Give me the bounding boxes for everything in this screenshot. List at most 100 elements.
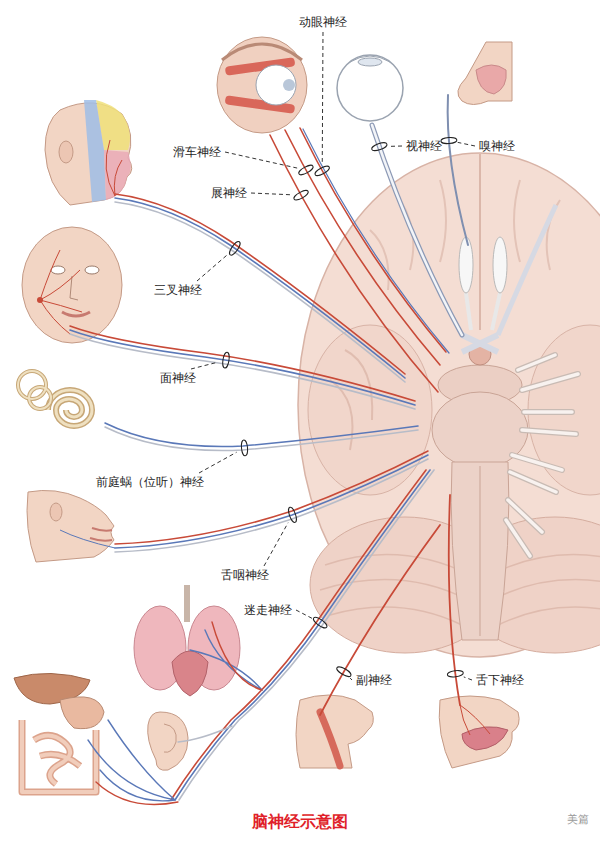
mouth-figure [90,528,112,541]
orbit-figure [256,65,296,105]
nerve-fibers [449,495,460,705]
nerve-fibers [372,125,462,335]
nerve-ring [371,141,388,152]
nerve-fibers [105,427,418,451]
face-figure [22,227,122,343]
brain-base [506,355,578,556]
nose-figure [476,65,506,94]
nose-figure [458,42,512,105]
tongue-figure [460,705,490,735]
face-figure [37,297,43,303]
face-figure [40,250,82,334]
brain-base [462,335,498,352]
inner-ear-figure [48,390,92,426]
eyeball-figure [337,55,403,121]
leader-line [191,362,217,369]
nerve-label: 迷走神经 [243,603,293,617]
brain-base [506,355,578,556]
nerve-ring [314,164,331,177]
nerve-fibers [70,334,415,409]
nerve-label: 面神经 [159,371,197,385]
nerve-fibers [303,129,449,353]
nerve-label: 三叉神经 [153,283,203,297]
nerve-fibers [179,470,434,800]
eyeball-figure [358,58,382,66]
nose-figure [458,42,512,105]
face-figure [70,276,78,300]
thorax-figure [172,651,208,696]
head-figure [106,140,122,196]
orbit-figure [283,79,295,91]
leader-line [458,142,475,146]
figure-caption: 脑神经示意图 [252,812,348,832]
thorax-figure [184,585,190,622]
nerve-ring [447,670,464,678]
tongue-figure [439,696,519,768]
orbit-figure [217,37,307,133]
brain-base [479,154,481,330]
mouth-figure [50,503,62,521]
abdomen-figure [22,720,96,792]
nerve-ring [312,616,329,630]
face-figure [85,266,99,274]
thorax-figure [134,585,240,696]
mouth-figure [27,490,115,562]
leader-line [388,146,402,147]
nerve-label: 展神经 [210,186,248,200]
tongue-figure [462,727,508,750]
watermark-text: 美篇 [566,813,590,827]
nerve-fibers [70,95,468,805]
orbit-figure [222,44,302,60]
leader-line [199,452,237,473]
abdomen-figure [14,673,104,792]
nerve-fibers [178,726,232,742]
neck-figure [320,712,340,766]
mouth-figure [60,530,115,548]
inner-ear-figure [18,371,46,399]
nerve-fibers [115,455,428,548]
inner-ear-figure [18,371,46,399]
nerve-ring [222,352,230,369]
head-figure [84,100,106,202]
nerve-fibers [212,622,262,690]
nerve-ring [335,665,352,678]
nerve-label: 滑车神经 [172,145,222,159]
brain-base [451,462,509,640]
leader-line [296,610,312,618]
nerve-label: 嗅神经 [478,139,516,153]
leader-line [251,193,292,195]
nerve-fibers [190,630,262,690]
leader-line [264,523,288,566]
inner-ear-figure [18,371,92,426]
nerve-label: 前庭蜗（位听）神经 [95,475,205,489]
nerve-fibers [270,135,438,392]
nerve-fibers [320,525,440,715]
nerve-label: 副神经 [355,673,393,687]
mouth-figure [27,490,114,562]
nerve-fibers [96,782,178,805]
eyeball-figure [337,55,403,121]
leader-line [197,254,228,281]
head-figure [45,100,132,205]
nerve-fibers [372,125,462,335]
nerve-fibers [115,459,428,552]
nerve-ring [287,506,298,523]
leader-line [464,677,472,680]
face-figure [51,266,65,274]
nerve-ring [441,137,457,144]
nerve-fibers [448,95,468,245]
abdomen-figure [60,697,104,729]
orbit-figure [217,37,307,133]
tongue-figure [439,696,519,768]
nerve-label: 视神经 [405,139,443,153]
leader-line [225,152,297,168]
inner-ear-figure [29,387,51,409]
nerve-label: 舌下神经 [475,673,525,687]
auricle-figure [164,724,176,752]
brain-base [466,293,500,330]
abdomen-figure [22,720,96,792]
head-figure [59,141,73,163]
